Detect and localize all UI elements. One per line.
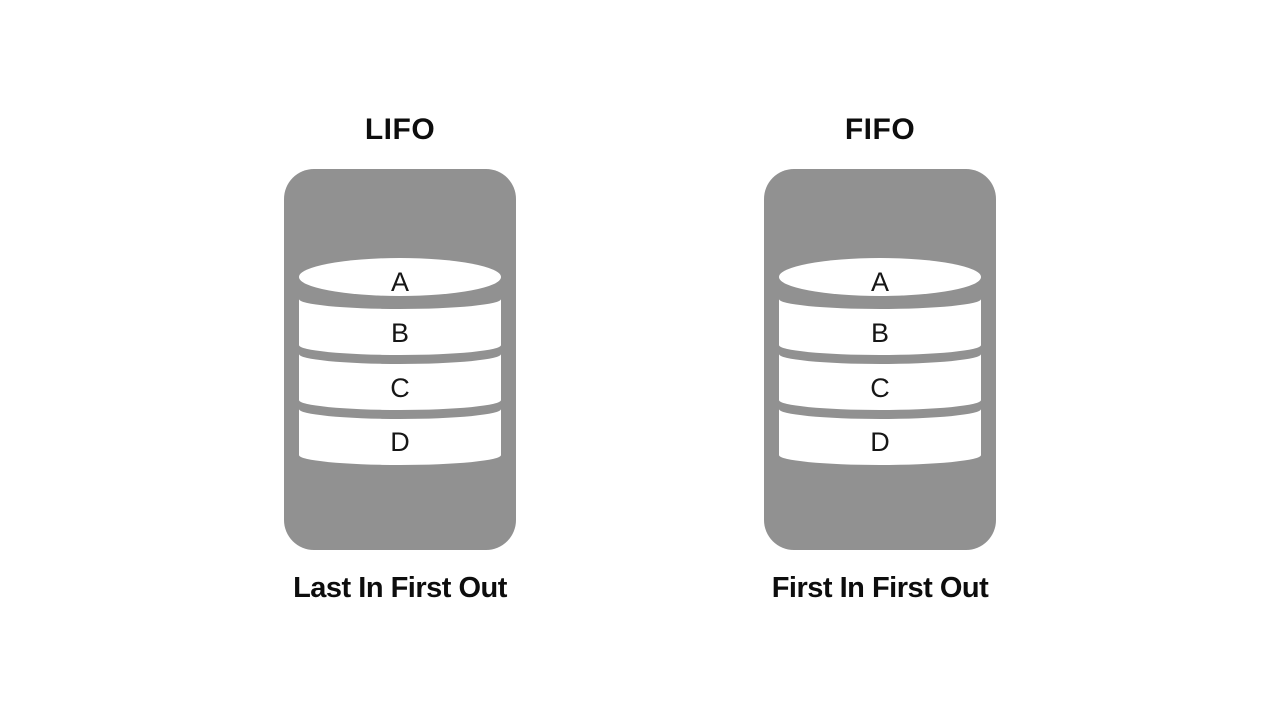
lifo-title: LIFO xyxy=(364,113,436,146)
database-stack-icon: A B C D xyxy=(284,169,516,550)
disk-label: A xyxy=(871,267,889,297)
disk-band xyxy=(779,299,981,355)
disk-band xyxy=(299,299,501,355)
lifo-panel: LIFO A B C D Last In First Out xyxy=(284,110,516,610)
stack-container xyxy=(284,169,516,550)
fifo-caption: First In First Out xyxy=(771,572,989,604)
disk-top xyxy=(299,258,501,296)
database-stack-icon: A B C D xyxy=(764,169,996,550)
lifo-caption: Last In First Out xyxy=(293,572,507,604)
disk-band xyxy=(299,409,501,465)
disk-label: B xyxy=(391,318,409,348)
disk-label: D xyxy=(390,427,410,457)
fifo-title: FIFO xyxy=(844,113,916,146)
stack-container xyxy=(764,169,996,550)
disk-label: C xyxy=(870,373,890,403)
disk-label: C xyxy=(390,373,410,403)
fifo-panel: FIFO A B C D First In First Out xyxy=(764,110,996,610)
disk-band xyxy=(779,354,981,410)
disk-label: A xyxy=(391,267,409,297)
disk-top xyxy=(779,258,981,296)
disk-band xyxy=(779,409,981,465)
disk-label: B xyxy=(871,318,889,348)
disk-label: D xyxy=(870,427,890,457)
disk-band xyxy=(299,354,501,410)
